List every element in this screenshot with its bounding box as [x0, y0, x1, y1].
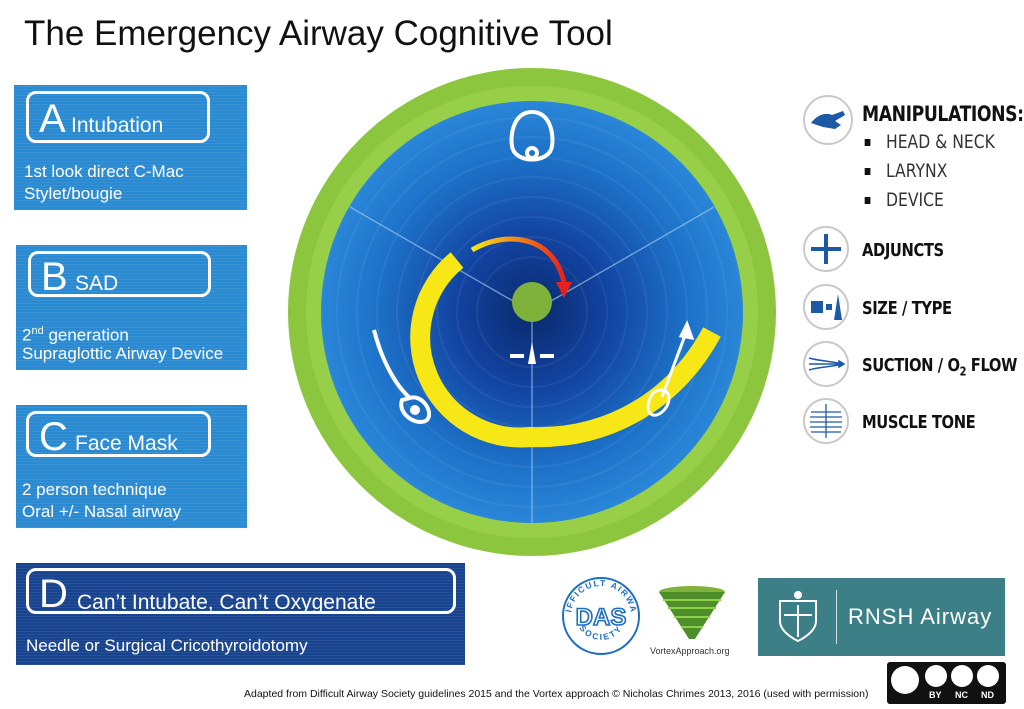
mask-icon	[509, 109, 555, 162]
muscle-icon-graphic	[810, 404, 842, 438]
card-b-line-2: Supraglottic Airway Device	[22, 344, 224, 363]
manipulations-label: MANIPULATIONS:	[862, 102, 1024, 126]
rnsh-crest-icon	[779, 591, 817, 643]
rnsh-airway-logo: RNSH Airway	[758, 578, 1005, 656]
card-b-letter: B	[41, 255, 68, 299]
by-icon	[925, 665, 947, 687]
card-d-label: Can’t Intubate, Can’t Oxygenate	[77, 591, 376, 614]
cc-label-nc: NC	[955, 690, 968, 700]
page-title: The Emergency Airway Cognitive Tool	[24, 14, 613, 53]
size-type-label: SIZE / TYPE	[862, 298, 952, 319]
card-b-header: B SAD	[28, 251, 211, 297]
spiral-arrowhead	[556, 282, 572, 298]
vortex-url: VortexApproach.org	[650, 646, 730, 656]
plus-icon-graphic	[811, 234, 841, 264]
hand-icon	[803, 95, 853, 145]
nc-icon	[951, 665, 973, 687]
card-c-letter: C	[39, 415, 68, 459]
card-a-line-2: Stylet/bougie	[24, 184, 123, 203]
card-d-line-1: Needle or Surgical Cricothyroidotomy	[26, 636, 308, 655]
nd-icon	[977, 665, 999, 687]
card-c-line-1: 2 person technique	[22, 480, 167, 499]
card-a-line-1: 1st look direct C-Mac	[24, 162, 184, 181]
card-c-face-mask: C Face Mask 2 person technique Oral +/- …	[16, 405, 247, 528]
size-type-icon-graphic	[811, 294, 842, 320]
card-b-line-1: 2nd generation	[22, 320, 129, 347]
card-a-intubation: A Intubation 1st look direct C-Mac Style…	[14, 85, 247, 210]
cc-icon	[891, 666, 919, 694]
yellow-spiral	[410, 252, 721, 448]
card-c-header: C Face Mask	[26, 411, 211, 457]
cc-label-by: BY	[929, 690, 942, 700]
green-center	[512, 282, 552, 322]
suction-label-sub: 2	[959, 364, 967, 379]
muscle-tone-label: MUSCLE TONE	[862, 412, 976, 433]
manipulation-larynx: LARYNX	[864, 160, 948, 182]
manipulation-head-neck: HEAD & NECK	[864, 131, 995, 153]
card-d-header: D Can’t Intubate, Can’t Oxygenate	[26, 568, 456, 614]
hand-icon-graphic	[811, 111, 845, 129]
suction-icon-graphic	[808, 357, 846, 371]
rnsh-airway-text: RNSH Airway	[848, 604, 993, 629]
das-logo-center-text: DAS	[576, 604, 627, 631]
suction-icon	[803, 341, 849, 387]
center-symbol	[510, 342, 554, 364]
sad-icon	[646, 320, 695, 417]
card-c-label: Face Mask	[75, 432, 178, 455]
card-c-line-2: Oral +/- Nasal airway	[22, 502, 182, 521]
footer-attribution: Adapted from Difficult Airway Society gu…	[244, 688, 869, 700]
cc-label-nd: ND	[981, 690, 994, 700]
vortex-diagram	[288, 68, 776, 556]
das-logo: DIFFICULT AIRWAY SOCIETY DAS	[560, 575, 640, 655]
card-a-label: Intubation	[71, 114, 164, 137]
laryngoscope-icon	[372, 329, 431, 424]
suction-label: SUCTION / O2 FLOW	[862, 355, 1017, 379]
spiral-arrow-tip	[470, 236, 567, 283]
card-b-label: SAD	[75, 272, 119, 295]
suction-label-a: SUCTION / O	[862, 355, 960, 376]
card-b-line-1-sup: nd	[31, 325, 44, 337]
vortex-funnel-logo	[659, 586, 725, 639]
card-a-header: A Intubation	[26, 91, 210, 143]
suction-label-b: FLOW	[966, 355, 1018, 376]
card-b-line-1-rest: generation	[43, 325, 129, 345]
rnsh-divider	[836, 590, 837, 644]
card-d-letter: D	[39, 572, 68, 616]
adjuncts-label: ADJUNCTS	[862, 240, 944, 261]
card-b-line-1-main: 2	[22, 325, 32, 345]
card-d-cico: D Can’t Intubate, Can’t Oxygenate Needle…	[16, 563, 465, 665]
card-b-sad: B SAD 2nd generation Supraglottic Airway…	[16, 245, 247, 370]
plus-icon	[803, 226, 849, 272]
muscle-icon	[803, 398, 849, 444]
cc-license-badge: BY NC ND	[887, 662, 1006, 704]
size-type-icon	[803, 284, 849, 330]
card-a-letter: A	[39, 97, 66, 141]
manipulation-device: DEVICE	[864, 189, 944, 211]
